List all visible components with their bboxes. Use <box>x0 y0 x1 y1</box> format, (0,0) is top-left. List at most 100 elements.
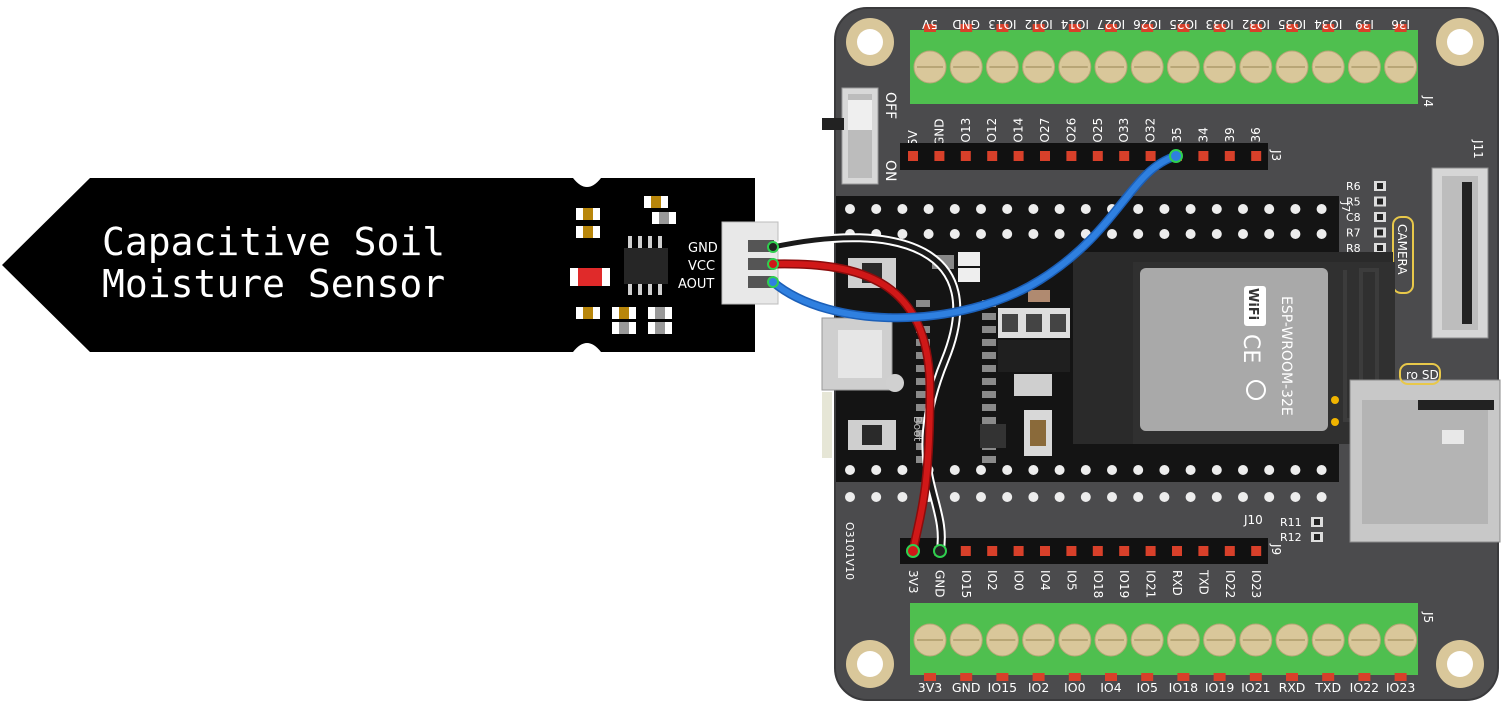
header-hole <box>1290 465 1301 475</box>
terminal-pin <box>1286 673 1298 681</box>
smd-pad <box>916 300 930 307</box>
header-hole <box>845 465 855 475</box>
module-name: ESP-WROOM-32E <box>1278 296 1294 416</box>
bottom-terminal-label: IO19 <box>1205 680 1234 695</box>
header-hole <box>1107 465 1117 475</box>
resistor-label: R6 <box>1346 180 1361 193</box>
power-switch[interactable] <box>822 87 879 185</box>
j9-ref: J9 <box>1269 543 1283 555</box>
header-hole <box>1028 492 1039 502</box>
smd-pad <box>916 365 930 372</box>
terminal-pin <box>1032 673 1045 681</box>
top-header-label: I36 <box>1249 127 1263 146</box>
bottom-header-label: IO18 <box>1091 570 1105 598</box>
terminal-pin <box>1394 24 1407 32</box>
wire-end-vcc-sensor <box>767 258 779 270</box>
switch-off-label: OFF <box>882 92 898 119</box>
terminal-pin <box>1105 673 1117 681</box>
terminal-pin <box>924 673 936 681</box>
header-hole <box>1264 204 1275 214</box>
header-pin <box>1040 546 1050 556</box>
sensor-title-line1: Capacitive Soil <box>102 220 445 264</box>
top-terminal-label: IO25 <box>1169 17 1197 31</box>
terminal-pin <box>924 24 936 32</box>
header-hole <box>1211 204 1222 214</box>
bottom-terminal-label: IO5 <box>1136 680 1157 695</box>
recycle-icon <box>1246 380 1266 400</box>
header-hole <box>1002 229 1013 239</box>
terminal-pin <box>1249 673 1262 681</box>
terminal-pin <box>1249 24 1262 32</box>
terminal-pin <box>1213 24 1226 32</box>
header-hole <box>1002 465 1013 475</box>
header-hole <box>1002 204 1013 214</box>
top-header-label: IO13 <box>959 118 973 146</box>
top-header-label: I35 <box>1170 127 1184 146</box>
terminal-pin <box>1322 673 1335 681</box>
header-pin <box>908 151 918 161</box>
ce-mark: CE <box>1238 334 1263 363</box>
terminal-pin <box>1286 24 1298 32</box>
header-hole <box>871 465 882 475</box>
sensor-pin-vcc: VCC <box>688 259 715 274</box>
top-terminal-label: I36 <box>1391 17 1410 31</box>
top-header-label: IO14 <box>1012 118 1026 146</box>
j4-ref: J4 <box>1421 95 1435 107</box>
header-hole <box>1054 465 1065 475</box>
bottom-pin-header <box>900 538 1268 564</box>
smd-pad <box>982 352 996 359</box>
header-pin <box>1040 151 1050 161</box>
header-hole <box>923 229 934 239</box>
smd-pad <box>982 339 996 346</box>
microsd-slot <box>1349 379 1501 543</box>
top-header-label: I34 <box>1196 127 1210 146</box>
header-hole <box>1238 204 1248 214</box>
smd-pad <box>982 313 996 320</box>
header-hole <box>1316 492 1327 502</box>
boot-button[interactable] <box>848 420 896 450</box>
top-terminal-label: IO14 <box>1061 17 1089 31</box>
sd-label: ro SD <box>1406 368 1439 382</box>
top-header-label: GND <box>932 118 946 146</box>
header-hole <box>1316 204 1327 214</box>
bottom-header-label: IO22 <box>1223 570 1237 598</box>
bottom-terminal-label: 3V3 <box>918 680 942 695</box>
header-hole <box>1316 465 1327 475</box>
header-pin <box>1224 546 1235 556</box>
header-hole <box>1054 204 1065 214</box>
header-pin <box>1145 151 1156 161</box>
soil-moisture-sensor: Capacitive Soil Moisture Sensor GND VCC … <box>2 178 779 352</box>
top-terminal-label: IO33 <box>1205 17 1233 31</box>
boot-label: Boot <box>911 416 924 442</box>
bottom-terminal-label: IO2 <box>1028 680 1049 695</box>
header-pin <box>987 546 998 556</box>
header-hole <box>976 204 986 214</box>
bottom-header-label: GND <box>932 570 946 598</box>
header-hole <box>1054 492 1065 502</box>
header-pin <box>1172 546 1182 556</box>
header-hole <box>1133 465 1144 475</box>
header-pin <box>1119 151 1130 161</box>
header-hole <box>1107 229 1117 239</box>
top-header-label: I39 <box>1223 127 1237 146</box>
bottom-terminal-label: IO18 <box>1169 680 1198 695</box>
header-hole <box>949 492 960 502</box>
header-pin <box>1013 151 1024 161</box>
header-hole <box>976 492 986 502</box>
bottom-terminal-label: IO23 <box>1386 680 1415 695</box>
header-pin <box>960 151 971 161</box>
header-pin <box>1013 546 1024 556</box>
resistor-label: R7 <box>1346 227 1361 240</box>
header-hole <box>1133 229 1144 239</box>
top-header-label: IO27 <box>1038 118 1052 146</box>
header-hole <box>1133 492 1144 502</box>
terminal-pin <box>1141 24 1154 32</box>
header-hole <box>1107 492 1117 502</box>
header-hole <box>1159 492 1170 502</box>
wire-end-aout-sensor <box>767 276 779 288</box>
smd-pad <box>916 404 930 411</box>
